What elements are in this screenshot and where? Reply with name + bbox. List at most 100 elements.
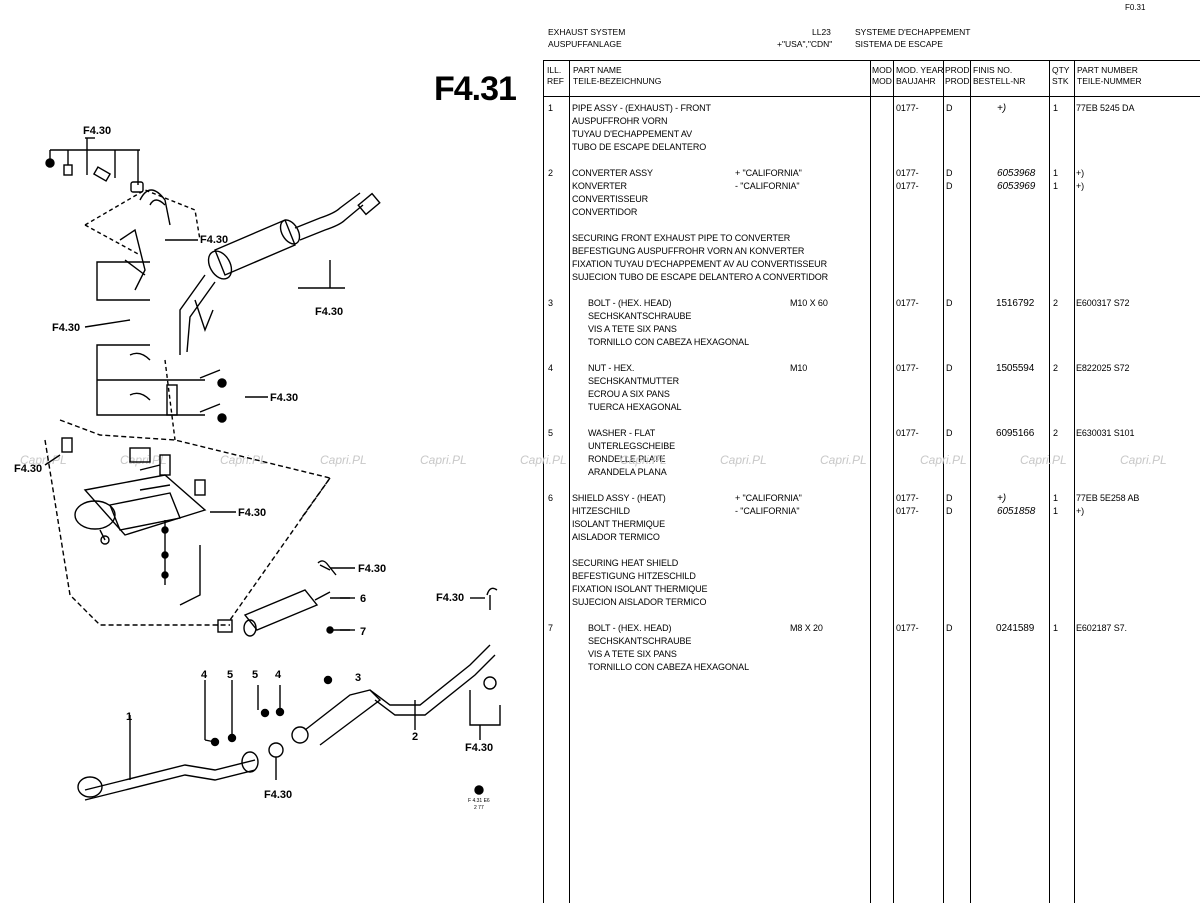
watermark-text: Capri.PL — [120, 453, 167, 467]
watermark-text: Capri.PL — [320, 453, 367, 467]
mod-year: 0177- — [896, 428, 919, 438]
part-number: E600317 S72 — [1076, 298, 1130, 308]
mod-year: 0177-0177- — [896, 168, 919, 191]
title-es: SISTEMA DE ESCAPE — [855, 39, 943, 49]
prod-code: D — [946, 623, 953, 633]
ref-label: F4.30 — [465, 742, 493, 754]
title-en: EXHAUST SYSTEM — [548, 27, 626, 37]
prod-code: D — [946, 363, 953, 373]
row-ref: 6 — [548, 493, 553, 503]
col-divider — [543, 60, 544, 903]
col-divider — [943, 60, 944, 903]
title-fr: SYSTEME D'ECHAPPEMENT — [855, 27, 971, 37]
part-number: E822025 S72 — [1076, 363, 1130, 373]
watermark-text: Capri.PL — [1020, 453, 1067, 467]
watermark-text: Capri.PL — [520, 453, 567, 467]
col-header-finis: FINIS NO.BESTELL-NR — [973, 65, 1026, 86]
watermark-text: Capri.PL — [1120, 453, 1167, 467]
quantity: 2 — [1053, 428, 1058, 438]
finis-number: 0241589 — [996, 623, 1035, 634]
mod-year: 0177- — [896, 623, 919, 633]
part-spec: M10 X 60 — [790, 298, 828, 308]
ref-label: F4.30 — [436, 592, 464, 604]
watermark-text: Capri.PL — [820, 453, 867, 467]
ref-label: F4.30 — [52, 322, 80, 334]
row-ref: 3 — [548, 298, 553, 308]
watermark-text: Capri.PL — [920, 453, 967, 467]
quantity: 2 — [1053, 298, 1058, 308]
table-top-rule — [543, 60, 1200, 61]
finis-number: +) — [997, 103, 1006, 114]
callout-4: 4 — [201, 669, 208, 681]
finis-number: 1516792 — [996, 298, 1035, 309]
row-ref: 2 — [548, 168, 553, 178]
ref-label: F4.30 — [315, 306, 343, 318]
quantity: 1 — [1053, 623, 1058, 633]
part-name: SECURING FRONT EXHAUST PIPE TO CONVERTER… — [572, 233, 829, 282]
part-number: 77EB 5E258 AB+) — [1076, 493, 1140, 516]
exhaust-diagram: F4.30 F4.30 F4.30 F4.30 F4.30 F4.30 F4.3… — [14, 125, 501, 811]
part-number: E602187 S7. — [1076, 623, 1127, 633]
finis-number: +)6051858 — [997, 493, 1036, 517]
ref-label: F4.30 — [270, 392, 298, 404]
callout-3: 3 — [355, 672, 361, 684]
hanger-set-top — [45, 138, 144, 193]
part-spec: M10 — [790, 363, 808, 373]
table-header-rule — [543, 96, 1200, 97]
model-market: +"USA","CDN" — [777, 39, 833, 49]
model-code: LL23 — [812, 27, 831, 37]
part-spec: + "CALIFORNIA"- "CALIFORNIA" — [735, 168, 802, 191]
prod-code: D — [946, 428, 953, 438]
col-divider — [569, 60, 570, 903]
callout-6: 6 — [360, 593, 366, 605]
col-divider — [970, 60, 971, 903]
row-ref: 7 — [548, 623, 553, 633]
watermark-text: Capri.PL — [720, 453, 767, 467]
part-number: +)+) — [1076, 168, 1085, 191]
quantity: 1 — [1053, 103, 1058, 113]
col-header-ill-ref: ILL.REF — [547, 65, 564, 86]
part-spec: M8 X 20 — [790, 623, 823, 633]
mod-year: 0177-0177- — [896, 493, 919, 516]
callout-4: 4 — [275, 669, 282, 681]
part-spec: + "CALIFORNIA"- "CALIFORNIA" — [735, 493, 802, 516]
callout-5: 5 — [252, 669, 258, 681]
row-ref: 4 — [548, 363, 553, 373]
part-number: E630031 S101 — [1076, 428, 1135, 438]
watermark-text: Capri.PL — [420, 453, 467, 467]
stamp-code: F 4.31 E6 — [468, 798, 490, 804]
callout-2: 2 — [412, 731, 418, 743]
watermark-text: Capri.PL — [620, 453, 667, 467]
quantity: 2 — [1053, 363, 1058, 373]
mod-year: 0177- — [896, 363, 919, 373]
ref-label: F4.30 — [14, 463, 42, 475]
col-divider — [870, 60, 871, 903]
row-ref: 1 — [548, 103, 553, 113]
ref-label: F4.30 — [238, 507, 266, 519]
col-divider — [1049, 60, 1050, 903]
finis-number: 1505594 — [996, 363, 1035, 374]
col-divider — [893, 60, 894, 903]
part-number: 77EB 5245 DA — [1076, 103, 1135, 113]
page-badge: F4.31 — [434, 70, 517, 108]
callout-5: 5 — [227, 669, 233, 681]
mod-year: 0177- — [896, 298, 919, 308]
watermark-text: Capri.PL — [20, 453, 67, 467]
page-reference: F0.31 — [1125, 3, 1146, 12]
